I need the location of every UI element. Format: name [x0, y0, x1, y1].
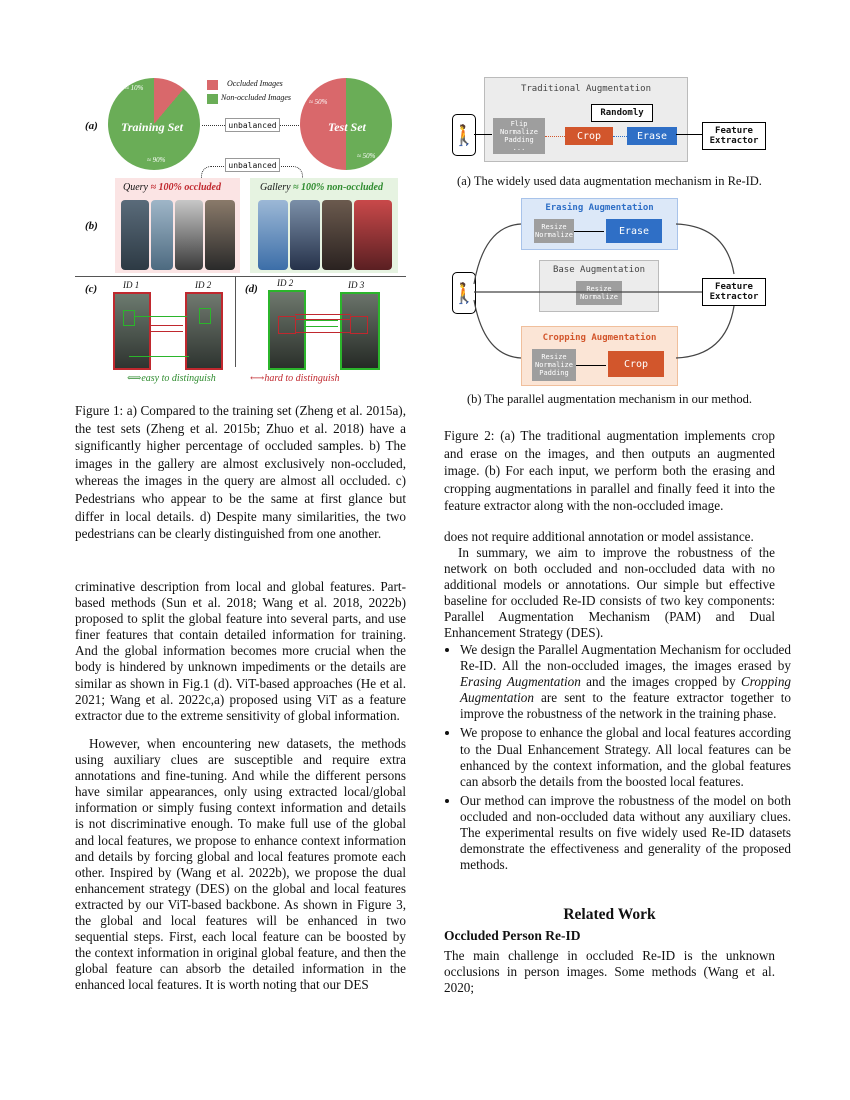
erasing-aug-panel: Erasing Augmentation Resize Normalize Er…	[521, 198, 678, 250]
test-left-pct: ≈ 50%	[309, 98, 328, 106]
arrow-person-to-panel-a	[474, 134, 492, 135]
d-id3-image	[340, 292, 380, 370]
base-aug-title: Base Augmentation	[552, 265, 646, 275]
cropping-crop-box: Crop	[608, 351, 664, 377]
fig1-row-b-label: (b)	[85, 220, 98, 232]
erase-box: Erase	[627, 127, 677, 145]
c-green-line-2	[129, 356, 189, 357]
query-image-4	[205, 200, 235, 270]
figure-2a-subcaption: (a) The widely used data augmentation me…	[457, 174, 762, 188]
randomly-box: Randomly	[591, 104, 653, 122]
c-id1-label: ID 1	[123, 280, 140, 290]
erasing-inner-arrow	[574, 231, 604, 232]
query-panel: Query ≈ 100% occluded	[115, 178, 240, 273]
d-id2-label: ID 2	[277, 278, 294, 288]
person-icon-a: 🚶	[452, 114, 476, 156]
erasing-aug-title: Erasing Augmentation	[545, 203, 654, 213]
fig1-divider-v	[235, 277, 236, 367]
right-paragraph-3: The main challenge in occluded Re-ID is …	[444, 948, 775, 996]
person-icon-b: 🚶	[452, 272, 476, 314]
traditional-aug-title: Traditional Augmentation	[520, 84, 652, 94]
c-green-line-1	[135, 316, 187, 317]
cropping-aug-panel: Cropping Augmentation Resize Normalize P…	[521, 326, 678, 386]
feature-extractor-b: Feature Extractor	[702, 278, 766, 306]
left-paragraph-2: However, when encountering new datasets,…	[75, 736, 406, 993]
query-image-1	[121, 200, 149, 270]
cropping-aug-title: Cropping Augmentation	[542, 333, 657, 343]
unbalanced-box-1: unbalanced	[225, 118, 280, 132]
c-id1-local-box	[123, 310, 135, 326]
c-id2-local-box	[199, 308, 211, 324]
fig1-row-a-label: (a)	[85, 120, 98, 132]
d-id2-image	[268, 290, 306, 370]
gallery-image-1	[258, 200, 288, 270]
right-paragraph-1: does not require additional annotation o…	[444, 529, 754, 544]
c-id1-image	[113, 292, 151, 370]
feature-extractor-a: Feature Extractor	[702, 122, 766, 150]
base-resize-normalize-box: Resize Normalize	[576, 281, 622, 305]
hard-legend: ⟷hard to distinguish	[250, 373, 340, 384]
legend-occluded-label: Occluded Images	[227, 79, 283, 88]
legend-non-occluded-swatch	[207, 94, 218, 104]
flip-normalize-padding-box: Flip Normalize Padding ...	[493, 118, 545, 154]
figure-2b: Erasing Augmentation Resize Normalize Er…	[444, 196, 775, 391]
d-green-arrow	[306, 320, 338, 327]
train-big-pct: ≈ 90%	[147, 156, 166, 164]
figure-2-caption: Figure 2: (a) The traditional augmentati…	[444, 428, 775, 514]
figure-2a: Traditional Augmentation Randomly Flip N…	[444, 72, 775, 172]
query-image-2	[151, 200, 173, 270]
cropping-resize-normalize-padding-box: Resize Normalize Padding	[532, 349, 576, 381]
contribution-item-3: Our method can improve the robustness of…	[460, 793, 791, 873]
query-caption: Query ≈ 100% occluded	[123, 182, 221, 193]
unbalanced-box-2: unbalanced	[225, 158, 280, 172]
erasing-resize-normalize-box: Resize Normalize	[534, 219, 574, 243]
fig1-divider-h	[75, 276, 406, 277]
figure-2b-subcaption: (b) The parallel augmentation mechanism …	[466, 392, 753, 406]
crop-box: Crop	[565, 127, 613, 145]
flip-crop-arrow	[545, 136, 565, 137]
test-right-pct: ≈ 50%	[357, 152, 376, 160]
erasing-erase-box: Erase	[606, 219, 662, 243]
contribution-item-1: We design the Parallel Augmentation Mech…	[460, 642, 791, 722]
crop-erase-arrow	[613, 136, 627, 137]
c-id2-image	[185, 292, 223, 370]
fig1-row-c-label: (c)	[85, 283, 98, 295]
left-paragraph-1: criminative description from local and g…	[75, 579, 406, 723]
d-red-line-1	[295, 314, 351, 320]
figure-1: (a) Training Set ≈ 10% ≈ 90% Occluded Im…	[75, 70, 406, 395]
contribution-item-2: We propose to enhance the global and loc…	[460, 725, 791, 789]
d-red-line-2	[295, 332, 351, 333]
legend-non-occluded-label: Non-occluded Images	[221, 93, 291, 102]
gallery-caption: Gallery ≈ 100% non-occluded	[260, 182, 383, 193]
contribution-list: We design the Parallel Augmentation Mech…	[444, 642, 791, 876]
test-set-pie	[300, 78, 392, 170]
cropping-inner-arrow	[576, 365, 606, 366]
gallery-panel: Gallery ≈ 100% non-occluded	[250, 178, 398, 273]
fig1-row-d-label: (d)	[245, 283, 258, 295]
traditional-aug-panel: Traditional Augmentation Randomly Flip N…	[484, 77, 688, 162]
parallel-flow-arrows	[473, 223, 735, 359]
arrow-panel-to-extractor-a	[676, 134, 702, 135]
figure-1-caption: Figure 1: a) Compared to the training se…	[75, 403, 406, 542]
test-set-label: Test Set	[328, 120, 366, 134]
c-red-arrow	[151, 325, 183, 332]
train-small-pct: ≈ 10%	[125, 84, 144, 92]
gallery-image-4	[354, 200, 392, 270]
gallery-image-2	[290, 200, 320, 270]
d-id3-local-box	[350, 316, 368, 334]
d-id3-label: ID 3	[348, 280, 365, 290]
query-image-3	[175, 200, 203, 270]
section-heading-related-work: Related Work	[563, 906, 656, 923]
base-aug-panel: Base Augmentation Resize Normalize	[539, 260, 659, 312]
training-set-label: Training Set	[121, 120, 183, 134]
easy-legend: ⟺easy to distinguish	[127, 373, 216, 384]
c-id2-label: ID 2	[195, 280, 212, 290]
training-set-pie	[108, 78, 200, 170]
right-paragraph-2: In summary, we aim to improve the robust…	[444, 545, 775, 641]
subsection-heading-occluded-reid: Occluded Person Re-ID	[444, 928, 581, 943]
legend-occluded-swatch	[207, 80, 218, 90]
gallery-image-3	[322, 200, 352, 270]
d-id2-local-box	[278, 316, 296, 334]
